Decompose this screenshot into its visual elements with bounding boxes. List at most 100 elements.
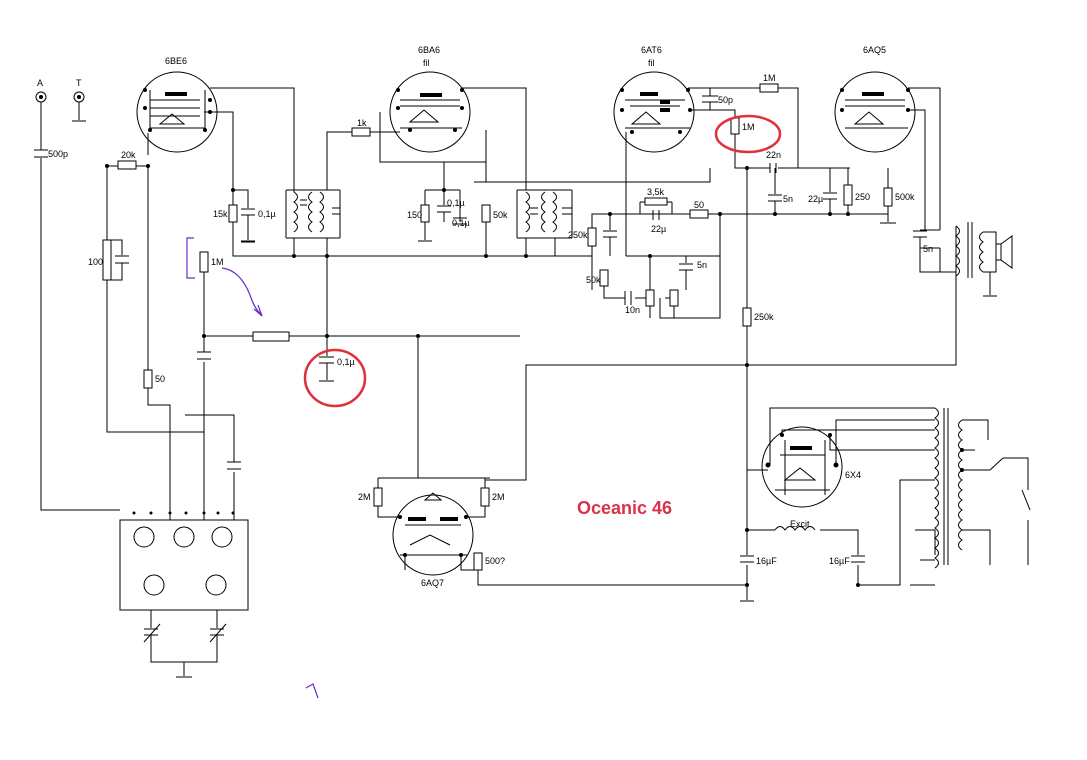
resistor-1m-b — [759, 83, 779, 93]
tube-6be6-label: 6BE6 — [165, 56, 187, 66]
capacitor-500p-label: 500p — [48, 149, 68, 159]
resistor-150-label: 150 — [407, 210, 422, 220]
tube-6at6-label: 6AT6 — [641, 45, 662, 55]
speaker-icon — [995, 235, 1013, 269]
resistor-1m-grid-label: 1M — [211, 257, 224, 267]
tube-6aq5 — [834, 71, 916, 153]
capacitor-5n-c-label: 5n — [923, 244, 933, 254]
resistor-35k-leads — [639, 201, 673, 214]
tube-6x4-label: 6X4 — [845, 470, 861, 480]
capacitor-22n — [769, 163, 777, 173]
phase-inverter-wiring — [377, 336, 747, 586]
coupling-capacitor-1 — [197, 351, 211, 360]
capacitor-22n-label: 22n — [766, 150, 781, 160]
tube-6aq7-label: 6AQ7 — [421, 578, 444, 588]
resistor-15k-label: 15k — [213, 209, 228, 219]
if-transformer-1 — [285, 189, 341, 239]
ground-symbols — [241, 222, 997, 382]
antenna-label: A — [37, 78, 43, 88]
volume-potentiometers — [641, 289, 679, 307]
capacitor-50p-label: 50p — [718, 95, 733, 105]
resistor-2m-a-label: 2M — [358, 492, 371, 502]
tube-6aq5-label: 6AQ5 — [863, 45, 886, 55]
resistor-100 — [102, 239, 112, 281]
resistor-20k — [117, 160, 137, 170]
resistor-50k-a — [481, 204, 491, 223]
resistor-2m-b-label: 2M — [492, 492, 505, 502]
resistor-2m-a — [373, 487, 383, 507]
tube-6ba6-fil-label: fil — [423, 58, 430, 68]
resistor-1m-c-label: 1M — [742, 122, 755, 132]
resistor-250k-b-label: 250k — [754, 312, 774, 322]
capacitor-01-d-label: 0,1µ — [452, 218, 470, 228]
audio-wiring — [688, 87, 896, 600]
resistor-250 — [843, 184, 853, 206]
power-transformer — [920, 407, 1031, 569]
resistor-1k-label: 1k — [357, 118, 367, 128]
output-wiring — [484, 87, 957, 490]
output-transformer — [955, 222, 997, 297]
junction-dots — [105, 164, 860, 587]
resistor-50-cathode-label: 50 — [155, 374, 165, 384]
resistor-35k — [644, 197, 668, 206]
coupling-capacitor-2 — [227, 461, 241, 470]
capacitor-01-c-label: 0,1µ — [447, 198, 465, 208]
resistor-50k-b — [599, 269, 609, 287]
if-transformer-2 — [516, 189, 573, 239]
capacitor-16u-b-label: 16µF — [829, 556, 850, 566]
capacitor-100-parallel — [107, 239, 129, 281]
tube-6at6-fil-label: fil — [648, 58, 655, 68]
resistor-50-b-label: 50 — [694, 200, 704, 210]
excitation-choke-label: Excit. — [790, 519, 812, 529]
resistor-250k-a-label: 250k — [568, 230, 588, 240]
resistor-35k-label: 3,5k — [647, 187, 665, 197]
purple-mark-annotation — [305, 683, 319, 699]
capacitor-01-b-label: 0,1µ — [337, 357, 355, 367]
resistor-500k — [883, 187, 893, 207]
capacitor-22u-a-label: 22µ — [651, 224, 666, 234]
resistor-50-b — [689, 209, 709, 219]
resistor-500 — [473, 552, 483, 571]
resistor-250k-a — [587, 227, 597, 247]
capacitor-22u-b-label: 22µ — [808, 194, 823, 204]
tuning-capacitor-arrows — [143, 623, 227, 643]
tube-6be6 — [136, 71, 218, 153]
antenna-terminal: A — [35, 78, 47, 103]
tube-6ba6-label: 6BA6 — [418, 45, 440, 55]
purple-arrow-annotation — [221, 267, 263, 317]
red-circle-annotation-resistor — [714, 114, 782, 154]
capacitor-5n-a-label: 5n — [697, 260, 707, 270]
resistor-250-label: 250 — [855, 192, 870, 202]
excitation-choke — [774, 526, 816, 531]
tube-6ba6 — [389, 71, 471, 153]
schematic-title: Oceanic 46 — [577, 498, 672, 518]
tuning-coil-unit — [119, 511, 249, 611]
resistor-1m-b-label: 1M — [763, 73, 776, 83]
antenna-lead — [40, 102, 120, 511]
resistor-1m-c — [730, 117, 740, 135]
red-circle-annotation-capacitor — [303, 348, 367, 408]
converter-wiring — [106, 87, 580, 520]
resistor-50k-b-label: 50k — [586, 275, 601, 285]
resistor-20k-label: 20k — [121, 150, 136, 160]
power-wiring — [740, 407, 936, 602]
capacitor-10n-label: 10n — [625, 305, 640, 315]
ground-label: T — [76, 78, 82, 88]
capacitor-22u-a — [652, 210, 660, 220]
capacitor-10n — [624, 291, 632, 305]
capacitor-01-a-label: 0,1µ — [258, 209, 276, 219]
resistor-500-label: 500? — [485, 556, 505, 566]
resistor-50-cathode — [143, 369, 153, 389]
resistor-15k — [228, 204, 238, 223]
resistor-150 — [420, 204, 430, 223]
capacitor-01-a — [233, 189, 255, 242]
resistor-50k-a-label: 50k — [493, 210, 508, 220]
resistor-1m-grid — [199, 251, 209, 273]
capacitor-16u-a-label: 16µF — [756, 556, 777, 566]
grid-feed-6ba6 — [326, 131, 400, 190]
tube-6at6 — [613, 71, 695, 153]
ground-terminal: T — [72, 78, 86, 122]
resistor-1k — [351, 127, 371, 137]
resistor-500k-label: 500k — [895, 192, 915, 202]
